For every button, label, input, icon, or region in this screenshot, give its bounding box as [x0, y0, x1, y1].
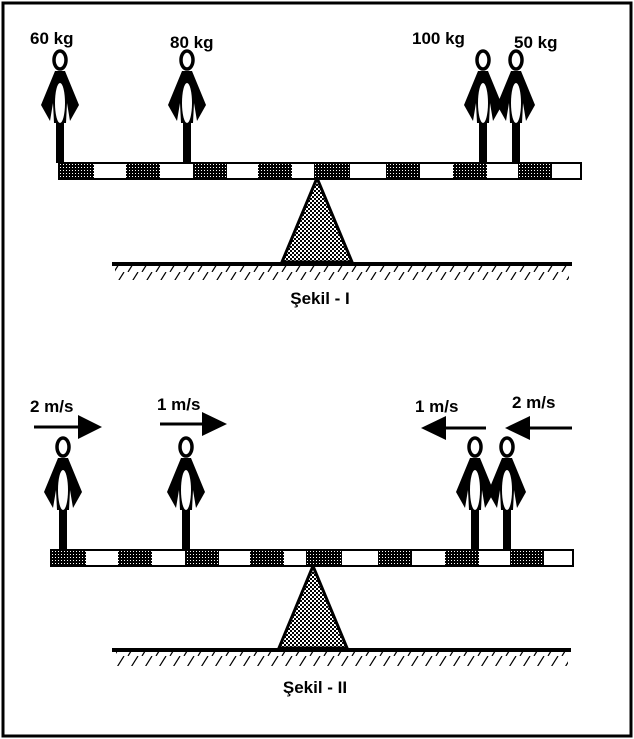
speed-label-3: 1 m/s — [415, 397, 458, 416]
speed-label-2: 1 m/s — [157, 395, 200, 414]
ground-2 — [112, 648, 571, 666]
figure-1: 60 kg 80 kg 100 kg 50 kg Şekil - I — [30, 29, 582, 308]
person-1-80kg — [166, 49, 208, 165]
velocity-arrow-left-4 — [505, 416, 572, 440]
fulcrum-1 — [279, 174, 355, 264]
caption-figure-1: Şekil - I — [290, 289, 350, 308]
velocity-arrow-left-3 — [421, 416, 486, 440]
velocity-arrow-right-2 — [160, 412, 227, 436]
mass-label-50: 50 kg — [514, 33, 557, 52]
speed-label-4: 2 m/s — [512, 393, 555, 412]
plank-1 — [58, 162, 582, 180]
person-1-50kg — [495, 49, 537, 165]
person-2-c — [454, 436, 496, 552]
fulcrum-2 — [276, 562, 350, 650]
speed-label-1: 2 m/s — [30, 397, 73, 416]
person-2-a — [42, 436, 84, 552]
person-2-d — [486, 436, 528, 552]
mass-label-60: 60 kg — [30, 29, 73, 48]
person-1-100kg — [462, 49, 504, 165]
caption-figure-2: Şekil - II — [283, 678, 347, 697]
ground-1 — [112, 262, 572, 280]
velocity-arrow-right-1 — [34, 415, 102, 439]
person-1-60kg — [39, 49, 81, 165]
figure-2: 2 m/s 1 m/s 1 m/s 2 m/s Şekil - II — [30, 393, 574, 697]
mass-label-80: 80 kg — [170, 33, 213, 52]
mass-label-100: 100 kg — [412, 29, 465, 48]
person-2-b — [165, 436, 207, 552]
plank-2 — [50, 549, 574, 567]
